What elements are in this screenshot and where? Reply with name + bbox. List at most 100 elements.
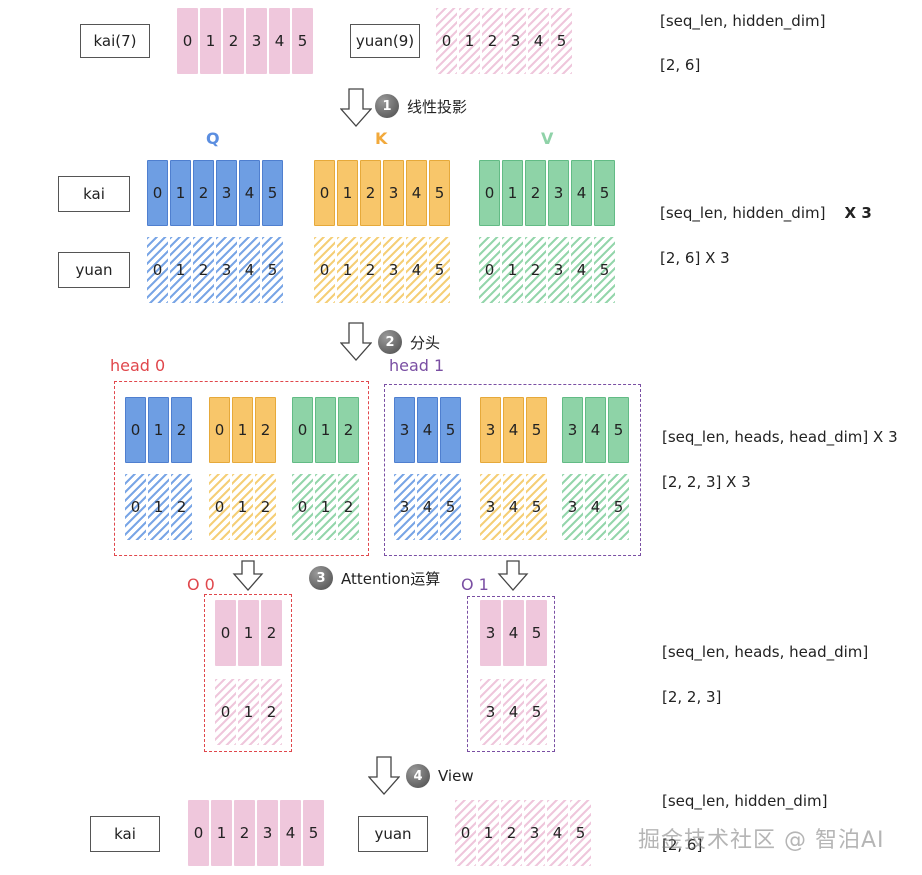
cell: 4 <box>269 8 290 74</box>
cell: 1 <box>238 600 259 666</box>
cell: 5 <box>526 474 547 540</box>
cell: 0 <box>292 397 313 463</box>
step-4: 4 View <box>406 764 474 788</box>
cell: 3 <box>216 237 237 303</box>
cell: 0 <box>215 679 236 745</box>
cell: 3 <box>480 397 501 463</box>
cell: 5 <box>594 237 615 303</box>
cell: 4 <box>280 800 301 866</box>
shape-note: [seq_len, heads, head_dim] X 3 <box>662 428 898 446</box>
final-yuan-row: 0 1 2 3 4 5 <box>455 800 591 866</box>
cell: 5 <box>608 474 629 540</box>
shape-note: [2, 2, 3] X 3 <box>662 473 751 491</box>
cell: 2 <box>360 237 381 303</box>
cell: 4 <box>503 474 524 540</box>
cell: 1 <box>232 397 253 463</box>
token-box-yuan: yuan <box>58 252 130 288</box>
cell: 3 <box>548 237 569 303</box>
cell: 5 <box>526 679 547 745</box>
cell: 1 <box>148 474 169 540</box>
o0-yuan-row: 0 1 2 <box>215 679 282 745</box>
head-0-group <box>114 381 369 556</box>
cell: 2 <box>171 474 192 540</box>
cell: 2 <box>171 397 192 463</box>
cell: 1 <box>148 397 169 463</box>
cell: 2 <box>360 160 381 226</box>
step-number: 1 <box>375 94 399 118</box>
cell: 1 <box>337 237 358 303</box>
down-arrow-icon <box>340 322 372 361</box>
cell: 5 <box>440 397 461 463</box>
cell: 4 <box>406 160 427 226</box>
head1-q-yuan: 3 4 5 <box>394 474 461 540</box>
head-1-label: head 1 <box>389 356 445 375</box>
cell: 0 <box>436 8 457 74</box>
token-box-kai: kai <box>90 816 160 852</box>
cell: 4 <box>528 8 549 74</box>
cell: 3 <box>383 237 404 303</box>
cell: 3 <box>480 474 501 540</box>
v-yuan-row: 0 1 2 3 4 5 <box>479 237 615 303</box>
cell: 4 <box>503 397 524 463</box>
cell: 5 <box>570 800 591 866</box>
cell: 1 <box>170 160 191 226</box>
v-header: V <box>541 129 554 148</box>
cell: 1 <box>315 397 336 463</box>
watermark: 掘金技术社区 @ 智泊AI <box>638 828 885 853</box>
cell: 2 <box>234 800 255 866</box>
cell: 3 <box>480 600 501 666</box>
cell: 3 <box>257 800 278 866</box>
o1-kai-row: 3 4 5 <box>480 600 547 666</box>
shape-note: [2, 6] X 3 <box>660 249 730 267</box>
down-arrow-icon <box>340 88 372 127</box>
cell: 1 <box>478 800 499 866</box>
head0-q-kai: 0 1 2 <box>125 397 192 463</box>
final-kai-row: 0 1 2 3 4 5 <box>188 800 324 866</box>
k-header: K <box>375 129 388 148</box>
cell: 3 <box>246 8 267 74</box>
cell: 4 <box>503 679 524 745</box>
cell: 5 <box>608 397 629 463</box>
q-yuan-row: 0 1 2 3 4 5 <box>147 237 283 303</box>
head0-k-yuan: 0 1 2 <box>209 474 276 540</box>
step-number: 3 <box>309 566 333 590</box>
cell: 0 <box>209 474 230 540</box>
cell: 5 <box>303 800 324 866</box>
q-header: Q <box>206 129 220 148</box>
shape-text: [seq_len, hidden_dim] <box>660 204 826 222</box>
o0-kai-row: 0 1 2 <box>215 600 282 666</box>
cell: 2 <box>525 160 546 226</box>
cell: 1 <box>315 474 336 540</box>
head-1-group <box>384 384 641 556</box>
cell: 1 <box>459 8 480 74</box>
cell: 0 <box>188 800 209 866</box>
cell: 1 <box>232 474 253 540</box>
cell: 0 <box>125 397 146 463</box>
cell: 5 <box>594 160 615 226</box>
cell: 4 <box>239 160 260 226</box>
cell: 4 <box>585 397 606 463</box>
cell: 3 <box>216 160 237 226</box>
step-number: 4 <box>406 764 430 788</box>
cell: 1 <box>170 237 191 303</box>
cell: 0 <box>147 237 168 303</box>
cell: 0 <box>314 237 335 303</box>
step-number: 2 <box>378 330 402 354</box>
v-kai-row: 0 1 2 3 4 5 <box>479 160 615 226</box>
cell: 2 <box>193 237 214 303</box>
cell: 3 <box>383 160 404 226</box>
cell: 2 <box>501 800 522 866</box>
cell: 3 <box>524 800 545 866</box>
step-label: 线性投影 <box>407 97 468 116</box>
cell: 5 <box>526 397 547 463</box>
shape-note: [seq_len, hidden_dim] <box>660 12 826 30</box>
head0-q-yuan: 0 1 2 <box>125 474 192 540</box>
kai-embedding-row: 0 1 2 3 4 5 <box>177 8 313 74</box>
cell: 0 <box>455 800 476 866</box>
cell: 4 <box>571 237 592 303</box>
cell: 3 <box>548 160 569 226</box>
head1-k-kai: 3 4 5 <box>480 397 547 463</box>
cell: 1 <box>337 160 358 226</box>
cell: 3 <box>394 397 415 463</box>
cell: 3 <box>480 679 501 745</box>
